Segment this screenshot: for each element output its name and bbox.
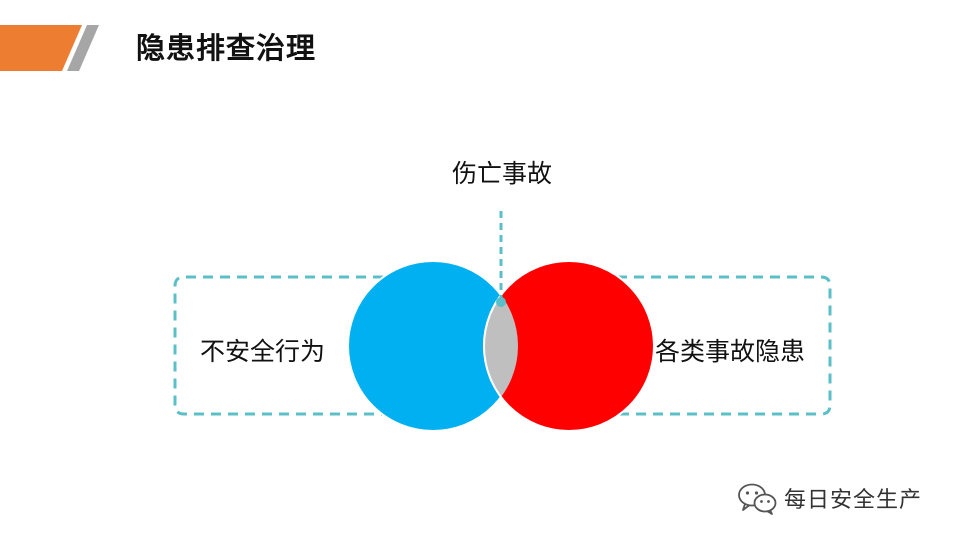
- title-accent-orange: [0, 25, 82, 71]
- watermark-text: 每日安全生产: [784, 488, 923, 513]
- wechat-icon: [738, 483, 777, 515]
- venn-overlap: [483, 261, 518, 431]
- pointer-dot: [496, 297, 506, 307]
- label-unsafe-behavior: 不安全行为: [200, 337, 326, 366]
- label-casualty-accident: 伤亡事故: [452, 159, 553, 188]
- right-dashed-frame: [600, 275, 832, 416]
- label-accident-hazards: 各类事故隐患: [655, 337, 806, 366]
- page-title: 隐患排查治理: [136, 31, 317, 65]
- left-dashed-frame: [173, 275, 400, 416]
- title-accent-bar: [0, 25, 99, 71]
- title-accent-gray-stripe: [67, 25, 99, 71]
- watermark: 每日安全生产: [736, 480, 922, 516]
